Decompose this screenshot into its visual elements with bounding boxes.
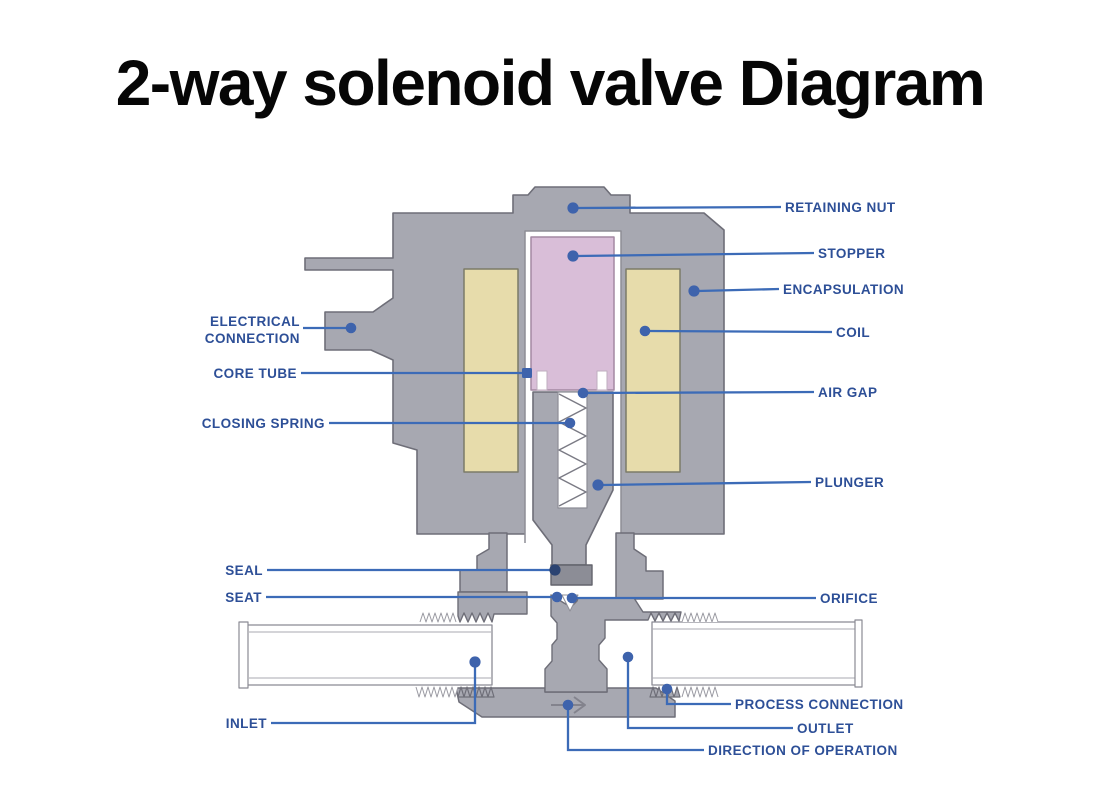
dot-closing-spring (564, 417, 576, 429)
dot-electrical-connection (345, 322, 357, 334)
dot-direction-of-operation (562, 699, 574, 711)
outlet-pipe-thread-bottom (681, 686, 719, 698)
dot-process-connection (661, 683, 673, 695)
spring-channel-shape (557, 391, 588, 509)
label-air-gap: AIR GAP (818, 385, 878, 400)
label-orifice: ORIFICE (820, 591, 878, 606)
dot-plunger (592, 479, 604, 491)
label-direction-of-operation: DIRECTION OF OPERATION (708, 743, 898, 758)
closing-spring-shape (558, 393, 587, 507)
dot-coil (639, 325, 651, 337)
label-electrical-connection-line2: CONNECTION (204, 331, 300, 346)
dot-retaining-nut (567, 202, 579, 214)
leader-outlet (626, 660, 793, 730)
dot-orifice (566, 592, 578, 604)
page-title: 2-way solenoid valve Diagram (115, 47, 986, 119)
stopper-shape (530, 236, 615, 391)
dot-core-tube (522, 368, 532, 378)
label-encapsulation: ENCAPSULATION (783, 282, 905, 297)
outlet-pipe-lip (854, 619, 863, 688)
label-plunger: PLUNGER (815, 475, 885, 490)
coil-right-shape (625, 268, 681, 473)
leader-retaining-nut (576, 205, 782, 210)
dot-encapsulation (688, 285, 700, 297)
stopper-pin-left (536, 370, 548, 391)
label-electrical-connection-line1: ELECTRICAL (210, 314, 300, 329)
label-electrical-connection: ELECTRICAL CONNECTION (205, 313, 300, 347)
leader-stopper (576, 251, 815, 258)
inlet-pipe-shape (241, 624, 493, 686)
leader-encapsulation (697, 287, 780, 293)
stopper-pin-right (596, 370, 608, 391)
dot-seal (549, 564, 561, 576)
inlet-port-block (457, 591, 528, 623)
bonnet-flange-left (459, 532, 508, 593)
leader-coil (648, 329, 833, 334)
coil-left-shape (463, 268, 519, 473)
leader-direction-of-operation (566, 708, 704, 752)
leader-plunger (601, 480, 812, 487)
label-inlet: INLET (225, 716, 267, 731)
inlet-pipe-thread-top (419, 612, 457, 623)
dot-stopper (567, 250, 579, 262)
label-outlet: OUTLET (797, 721, 854, 736)
label-process-connection: PROCESS CONNECTION (735, 697, 904, 712)
leader-process-connection (665, 692, 731, 706)
label-seat: SEAT (225, 590, 262, 605)
label-stopper: STOPPER (818, 246, 886, 261)
leader-air-gap (586, 390, 815, 395)
dot-inlet (469, 656, 481, 668)
outlet-pipe-thread-top (681, 612, 719, 623)
label-seal: SEAL (225, 563, 263, 578)
outlet-pipe-shape (651, 621, 861, 686)
dot-seat (551, 591, 563, 603)
label-core-tube: CORE TUBE (213, 366, 297, 381)
dot-air-gap (577, 387, 589, 399)
label-retaining-nut: RETAINING NUT (785, 200, 896, 215)
inlet-port-bottom-threads (457, 686, 495, 698)
seal-shape (550, 564, 593, 586)
inlet-pipe-lip (238, 621, 249, 689)
bonnet-flange-right (615, 532, 664, 600)
leader-inlet (271, 664, 477, 725)
dot-outlet (622, 651, 634, 663)
label-closing-spring: CLOSING SPRING (201, 416, 325, 431)
label-coil: COIL (836, 325, 871, 340)
inlet-pipe-thread-bottom (415, 686, 459, 698)
